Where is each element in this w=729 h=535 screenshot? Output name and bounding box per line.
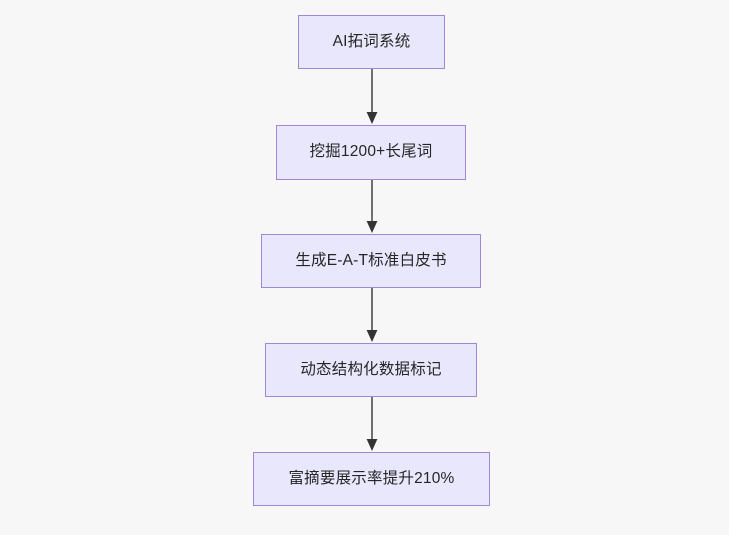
flow-connector-3 [365,288,379,343]
flow-connector-2 [365,180,379,234]
arrow-down-icon [366,288,378,342]
flow-node-label: 生成E-A-T标准白皮书 [295,251,447,269]
arrow-down-icon [366,180,378,233]
flow-node-label: AI拓词系统 [332,32,411,50]
flow-node-label: 富摘要展示率提升210% [288,469,455,487]
flow-node-label: 动态结构化数据标记 [300,360,442,378]
flow-node-dynamic-structured-data-markup[interactable]: 动态结构化数据标记 [265,343,477,397]
flow-connector-4 [365,397,379,452]
arrow-down-icon [366,69,378,124]
flow-node-label: 挖掘1200+长尾词 [309,143,433,161]
flow-node-mine-longtail-keywords[interactable]: 挖掘1200+长尾词 [276,125,466,180]
flow-connector-1 [365,69,379,125]
flow-node-rich-snippet-rate-increase[interactable]: 富摘要展示率提升210% [253,452,490,506]
arrow-down-icon [366,397,378,451]
flow-node-generate-eat-whitepaper[interactable]: 生成E-A-T标准白皮书 [261,234,481,288]
flow-node-ai-keyword-system[interactable]: AI拓词系统 [298,15,445,69]
